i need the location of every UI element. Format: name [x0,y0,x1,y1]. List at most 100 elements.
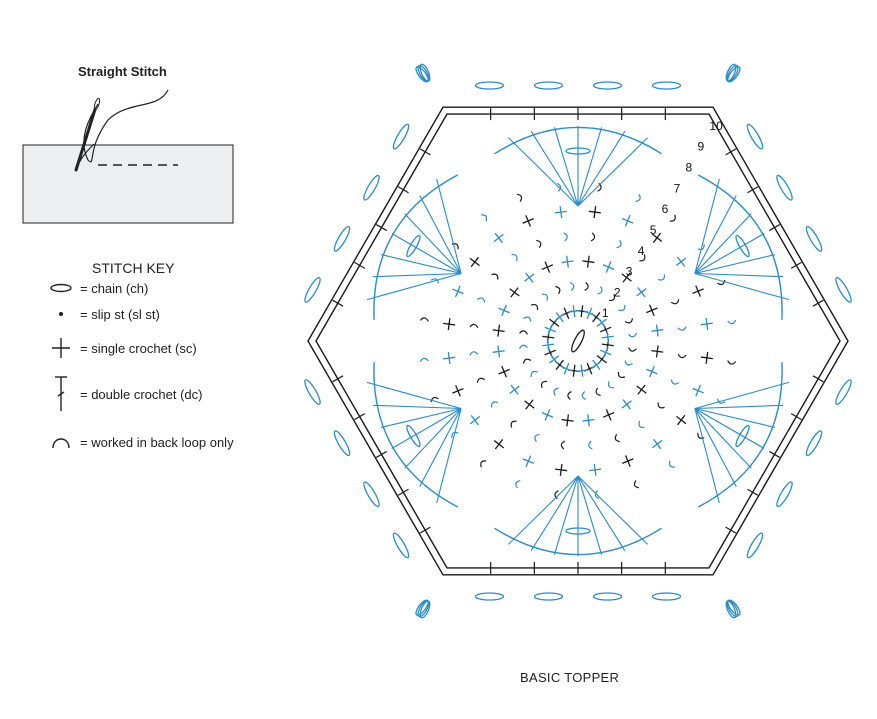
key-row-back-loop: = worked in back loop only [46,430,234,454]
back-loop-mark [618,305,626,312]
back-loop-mark [657,274,666,281]
stitch-tick [397,488,409,496]
stitch-tick [376,450,387,458]
back-loop-mark [563,232,568,242]
hexagon-outline [307,106,849,576]
back-loop-mark [534,433,540,443]
back-loop-mark [677,326,687,331]
key-row-double-crochet: = double crochet (dc) [46,374,202,414]
round-number: 8 [686,161,693,175]
single-crochet-mark [602,411,615,418]
single-crochet-mark [568,309,581,313]
back-loop-mark [595,387,601,397]
single-crochet-mark [546,338,550,351]
stitch-tick [354,261,366,269]
round-number: 5 [650,223,657,237]
back-loop-mark [670,379,680,385]
back-loop-mark [639,254,646,262]
chain-mark [392,532,410,559]
stitch-tick [376,224,387,232]
back-loop-mark [530,370,538,377]
back-loop-mark [716,398,726,404]
back-loop-mark [490,401,499,408]
single-crochet-mark [621,217,634,224]
single-crochet-mark [555,468,568,472]
round-number: 9 [697,140,704,154]
single-crochet-mark [655,324,659,337]
single-crochet-mark [455,385,461,397]
single-crochet-mark [648,304,655,317]
key-label: = chain (ch) [80,280,149,296]
back-loop-mark [542,293,549,301]
back-loop-mark [516,193,523,202]
single-crochet-mark [550,354,559,365]
back-loop-mark [670,299,680,305]
double-crochet-mark [694,407,775,428]
back-loop-mark [451,243,459,250]
back-loop-mark [515,479,521,489]
key-label: = slip st (sl st) [80,306,160,322]
double-crochet-mark [577,137,649,207]
back-loop-mark [540,380,548,389]
single-crochet-mark [677,414,686,426]
chain-mark [363,481,380,508]
single-crochet-mark [695,384,702,397]
double-crochet-mark [372,272,462,278]
back-loop-mark [597,286,603,295]
chain-mark [363,174,380,201]
single-crochet-icon [46,336,76,360]
double-crochet-mark [530,130,579,207]
single-crochet-mark [547,323,554,336]
double-crochet-mark [404,408,462,469]
stitch-tick [790,261,802,269]
stitch-tick [812,299,824,307]
double-crochet-mark [577,127,603,207]
back-loop-mark [594,490,600,500]
stitch-tick [747,186,759,194]
double-crochet-mark [694,408,737,487]
double-crochet-mark [404,213,462,274]
single-crochet-mark [554,313,565,322]
single-crochet-mark [561,260,574,264]
back-loop-mark [554,490,559,500]
double-crochet-mark [419,408,462,487]
single-crochet-mark [589,468,602,472]
back-loop-mark [511,253,518,262]
back-loop-mark [727,319,737,325]
chain-mark [651,81,682,90]
chain-mark [415,599,429,616]
double-crochet-mark [391,233,462,274]
single-crochet-mark [510,384,519,395]
double-crochet-mark [381,407,462,428]
chain-mark [805,225,823,252]
back-loop-mark [523,316,532,322]
chain-mark [727,66,741,83]
single-crochet-mark [522,218,534,224]
back-loop-mark [697,244,705,251]
single-crochet-mark [606,331,610,344]
double-crochet-mark [694,233,765,274]
back-loop-mark [590,232,596,242]
chain-mark [746,532,764,559]
single-crochet-mark [651,233,663,242]
chain-mark [725,600,737,619]
chain-mark [735,234,750,258]
double-crochet-mark [577,475,649,545]
single-crochet-mark [501,304,507,317]
single-crochet-mark [522,458,535,465]
stitch-tick [747,488,759,496]
double-crochet-mark [507,137,579,207]
chain-mark [565,527,591,535]
back-loop-mark [567,391,572,400]
chain-mark [651,592,682,601]
single-crochet-mark [705,317,709,330]
double-crochet-mark [694,381,790,410]
chain-mark [805,430,823,457]
chain-mark [304,277,321,303]
illustration-title: Straight Stitch [78,64,167,79]
stitch-tick [354,413,366,421]
single-crochet-mark [560,365,573,372]
single-crochet-mark [561,418,574,422]
